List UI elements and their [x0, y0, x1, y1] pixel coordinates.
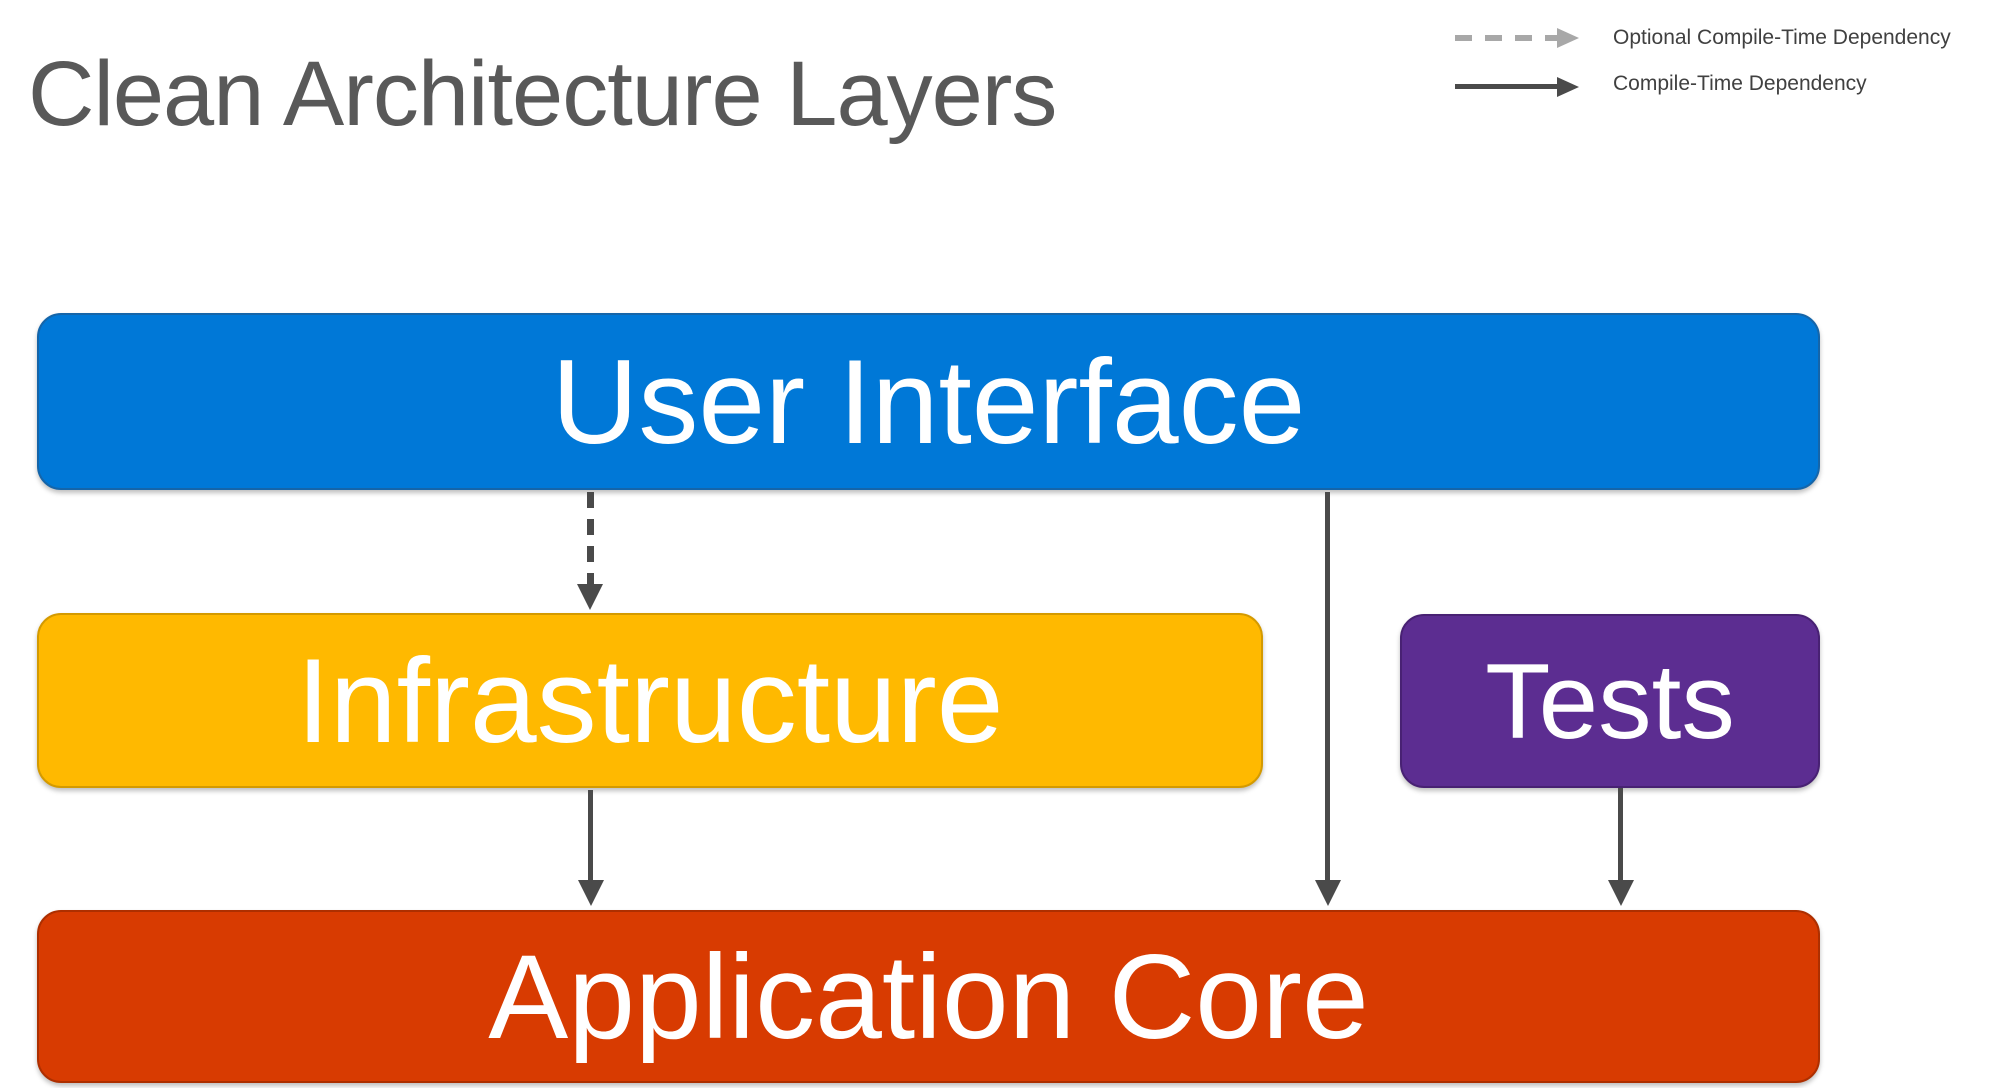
dashed-line: [1455, 35, 1557, 41]
legend-label-compile-dependency: Compile-Time Dependency: [1613, 72, 1867, 95]
solid-line: [1455, 84, 1557, 89]
arrowhead-right-icon: [1557, 77, 1579, 97]
layer-label: Tests: [1485, 640, 1735, 761]
layer-label: User Interface: [551, 334, 1306, 469]
arrowhead-down-icon: [1608, 880, 1634, 906]
solid-line: [1618, 788, 1623, 882]
arrowhead-down-icon: [578, 880, 604, 906]
solid-line: [588, 790, 593, 882]
layer-infrastructure: Infrastructure: [37, 613, 1263, 788]
solid-line: [1325, 492, 1330, 882]
arrowhead-down-icon: [1315, 880, 1341, 906]
solid-arrow-icon: [1455, 76, 1580, 97]
arrow-infrastructure-to-application-core: [578, 790, 604, 906]
dashed-line: [587, 492, 594, 584]
layer-label: Infrastructure: [296, 633, 1004, 768]
layer-application-core: Application Core: [37, 910, 1820, 1083]
arrow-tests-to-application-core: [1608, 788, 1634, 906]
arrowhead-down-icon: [577, 584, 603, 610]
arrowhead-right-icon: [1557, 28, 1579, 48]
page-title: Clean Architecture Layers: [28, 43, 1057, 145]
layer-user-interface: User Interface: [37, 313, 1820, 490]
arrow-user-interface-to-infrastructure: [577, 492, 603, 610]
legend-label-optional-dependency: Optional Compile-Time Dependency: [1613, 26, 1951, 49]
arrow-user-interface-to-application-core: [1315, 492, 1341, 906]
layer-tests: Tests: [1400, 614, 1820, 788]
dashed-arrow-icon: [1455, 28, 1580, 48]
layer-label: Application Core: [488, 929, 1369, 1064]
